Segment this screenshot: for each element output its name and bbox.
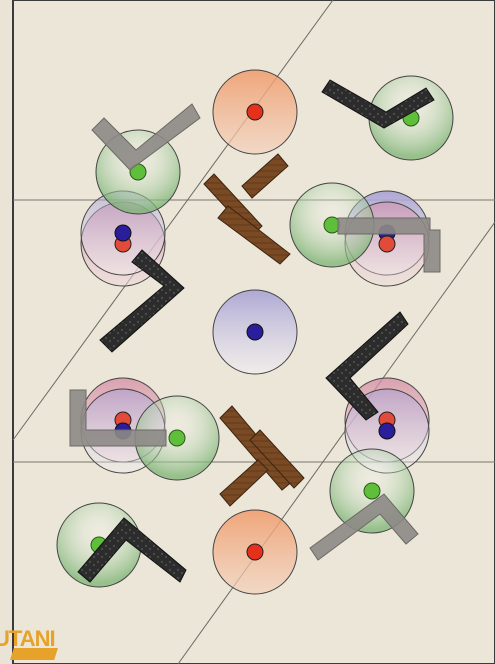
red-dot-icon	[247, 104, 263, 120]
logo-bar	[10, 648, 58, 660]
objective-orange-top[interactable]	[213, 70, 297, 154]
brand-logo: UTANI	[0, 628, 70, 662]
blue-dot-icon	[247, 324, 263, 340]
objective-orange-bottom[interactable]	[213, 510, 297, 594]
green-dot-icon	[364, 483, 380, 499]
objective-purple-center[interactable]	[213, 290, 297, 374]
red-dot-icon	[247, 544, 263, 560]
red-dot-icon	[379, 236, 395, 252]
objective-green-6[interactable]	[57, 503, 141, 587]
green-dot-icon	[169, 430, 185, 446]
blue-dot-icon	[115, 225, 131, 241]
blue-dot-icon	[379, 423, 395, 439]
